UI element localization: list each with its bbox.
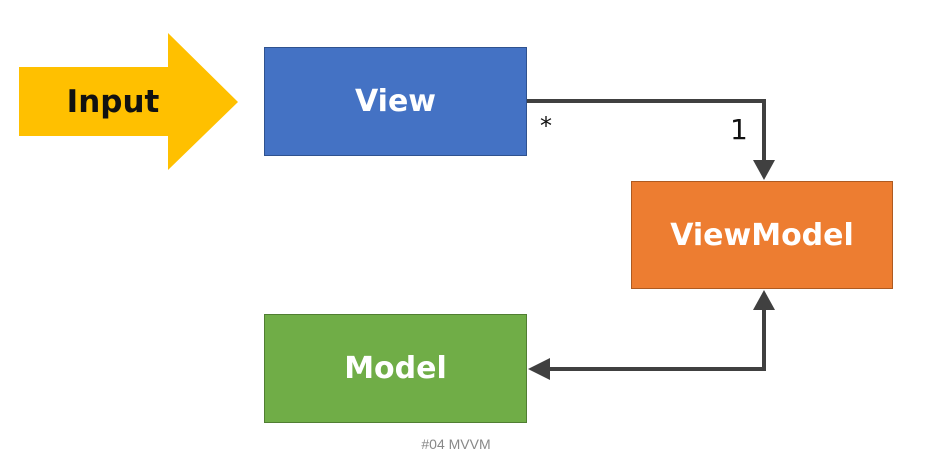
viewmodel-multiplicity-label: 1 bbox=[730, 113, 748, 146]
view-node: View bbox=[264, 47, 527, 156]
viewmodel-model-connector bbox=[546, 306, 766, 371]
input-label: Input bbox=[66, 84, 160, 120]
model-arrowhead bbox=[528, 358, 550, 380]
view-node-label: View bbox=[354, 84, 437, 119]
viewmodel-node-label: ViewModel bbox=[670, 217, 854, 253]
model-node-label: Model bbox=[344, 351, 447, 386]
viewmodel-top-arrowhead bbox=[753, 160, 775, 180]
input-arrow bbox=[19, 33, 238, 170]
viewmodel-node: ViewModel bbox=[631, 181, 893, 289]
view-to-viewmodel-connector bbox=[527, 99, 766, 164]
viewmodel-bottom-arrowhead bbox=[753, 290, 775, 310]
figure-caption: #04 MVVM bbox=[421, 436, 491, 452]
model-node: Model bbox=[264, 314, 527, 423]
view-multiplicity-label: * bbox=[540, 112, 552, 140]
